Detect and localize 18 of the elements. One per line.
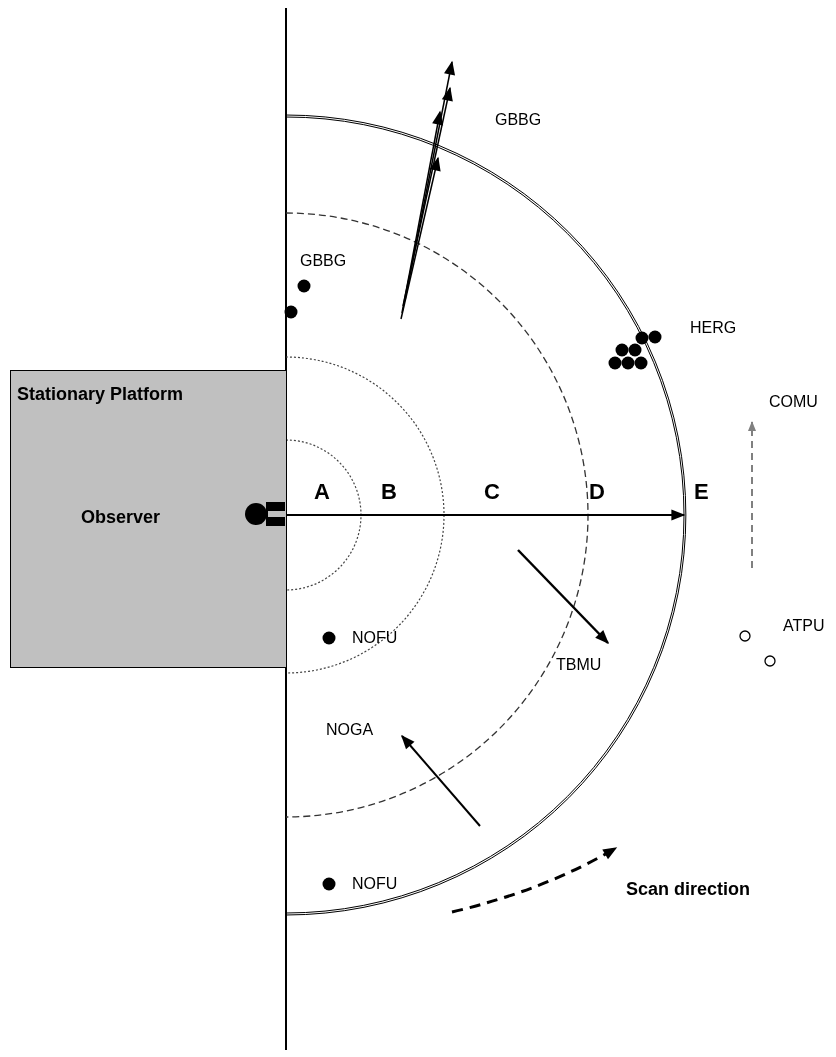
zone-label: B — [381, 481, 397, 503]
platform-box — [10, 370, 287, 668]
platform-title: Stationary Platform — [17, 385, 184, 403]
zone-label: D — [589, 481, 605, 503]
species-label: ATPU — [783, 618, 825, 634]
scan-direction-label: Scan direction — [626, 880, 751, 898]
species-label: TBMU — [556, 657, 602, 673]
species-label: HERG — [690, 320, 737, 336]
species-label: NOFU — [352, 876, 398, 892]
zone-label: C — [484, 481, 500, 503]
species-label: GBBG — [300, 253, 347, 269]
observer-label: Observer — [81, 508, 161, 526]
species-label: COMU — [769, 394, 818, 410]
species-label: GBBG — [495, 112, 542, 128]
species-label: NOFU — [352, 630, 398, 646]
zone-label: A — [314, 481, 330, 503]
zone-label: E — [694, 481, 709, 503]
species-label: NOGA — [326, 722, 374, 738]
